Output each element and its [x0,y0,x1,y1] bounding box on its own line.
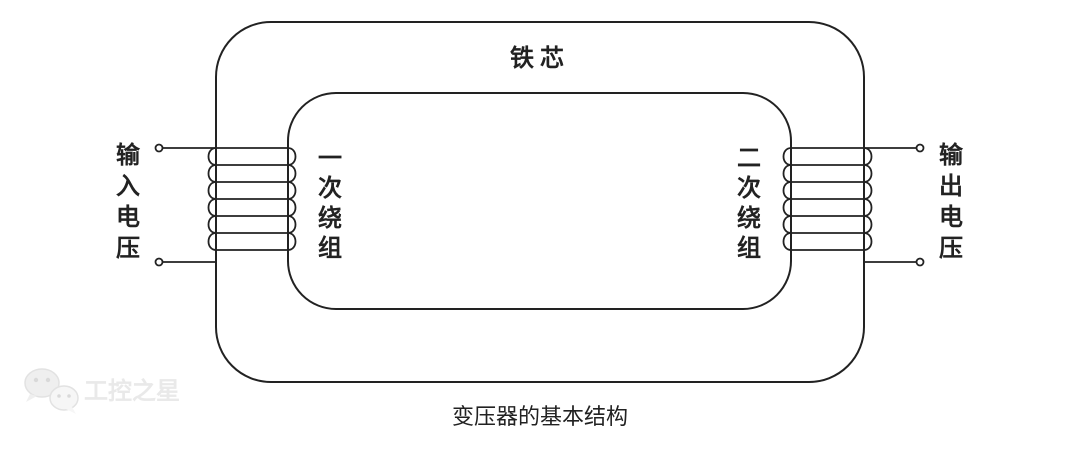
primary-winding [154,143,297,267]
input-voltage-label-char: 压 [116,234,140,262]
output-voltage-label-char: 出 [939,172,963,200]
primary-coil-label-char: 组 [318,234,342,262]
secondary-coil-label: 二 次 绕 组 [737,144,761,262]
primary-coil-label-char: 次 [318,174,342,202]
output-voltage-label: 输 出 电 压 [939,141,964,262]
input-voltage-label: 输 入 电 压 [116,141,141,262]
core-inner-window [287,92,792,310]
output-voltage-label-char: 压 [939,234,963,262]
input-voltage-label-char: 输 [116,141,141,169]
secondary-coil-label-char: 二 [737,144,761,172]
secondary-coil-turns [782,147,873,251]
secondary-lead-wires [863,147,918,263]
input-voltage-label-char: 电 [116,203,140,231]
primary-coil-turns [207,147,297,251]
output-voltage-label-char: 输 [939,141,964,169]
output-voltage-label-char: 电 [939,203,963,231]
primary-coil-label: 一 次 绕 组 [318,144,342,262]
secondary-coil-label-char: 组 [737,234,761,262]
secondary-coil-label-char: 绕 [737,204,761,232]
primary-coil-label-char: 一 [318,144,342,172]
watermark-text: 工控之星 [84,377,180,405]
output-terminal-top [915,143,925,153]
diagram-caption: 变压器的基本结构 [452,405,628,430]
input-voltage-label-char: 入 [116,172,140,200]
core-outer-outline [215,21,865,383]
primary-coil-label-char: 绕 [318,204,342,232]
secondary-winding [782,143,925,267]
iron-core [215,21,865,383]
primary-lead-wires [160,147,217,263]
wechat-icon [24,368,79,414]
watermark: 工控之星 [24,368,180,414]
output-terminal-bottom [915,257,925,267]
input-terminal-top [154,143,164,153]
secondary-coil-label-char: 次 [737,174,761,202]
core-label: 铁芯 [510,44,570,72]
input-terminal-bottom [154,257,164,267]
